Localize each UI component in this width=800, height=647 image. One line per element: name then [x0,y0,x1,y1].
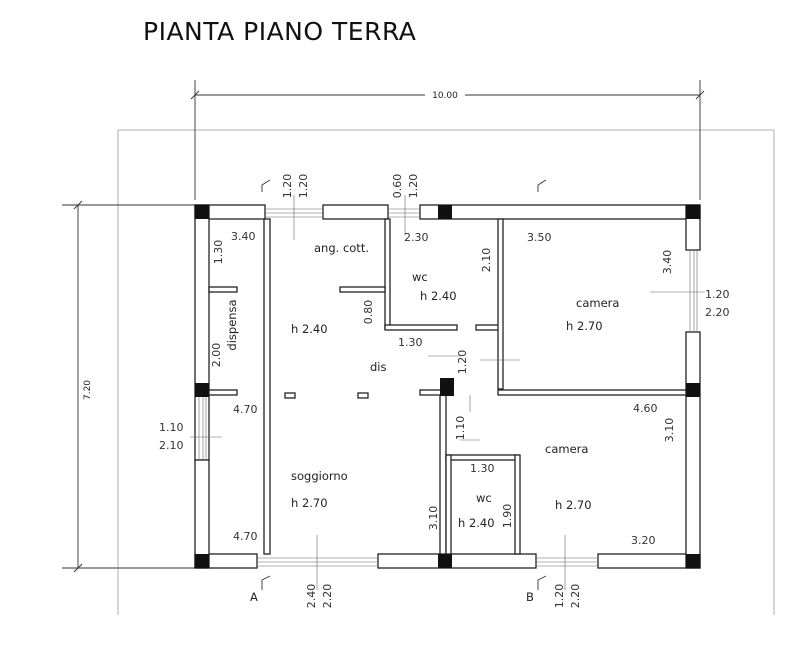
living-height-upper: h 2.40 [291,322,328,336]
room-label-ang-cott: ang. cott. [314,241,369,255]
opening-top-mid-a: 0.60 [391,174,404,199]
measure-200-left: 2.00 [210,343,223,368]
overall-width-label: 10.00 [432,91,458,101]
measure-310-right: 3.10 [663,418,676,443]
overall-depth-label: 7.20 [83,380,93,400]
window-openings [190,195,705,590]
room-label-dispensa: dispensa [225,299,239,350]
measure-470-mid: 4.70 [233,403,258,416]
measure-320: 3.20 [631,534,656,547]
measure-190-wc2: 1.90 [501,504,514,529]
section-label-b: B [526,590,534,604]
measure-130-dis: 1.30 [398,336,423,349]
walls [194,204,701,569]
room-label-dis: dis [370,360,387,374]
opening-top-left-a: 1.20 [281,174,294,199]
measure-230: 2.30 [404,231,429,244]
pillars [195,205,700,568]
measure-470-bottom: 4.70 [233,530,258,543]
opening-top-left-b: 1.20 [297,174,310,199]
camera-lower-height: h 2.70 [555,498,592,512]
measure-350: 3.50 [527,231,552,244]
measure-340-right: 3.40 [661,250,674,275]
measure-310-low: 3.10 [427,506,440,531]
overall-width-dimension: 10.00 [190,80,705,200]
room-label-soggiorno: soggiorno [291,469,348,483]
opening-bottom-right-a: 1.20 [553,584,566,609]
measure-460: 4.60 [633,402,658,415]
section-mark-b: B [526,179,547,604]
measure-110-dis: 1.10 [454,416,467,441]
section-label-a: A [250,590,258,604]
room-label-camera-upper: camera [576,296,619,310]
drawing-frame [118,129,775,615]
living-height-lower: h 2.70 [291,496,328,510]
opening-left-b: 2.10 [159,439,184,452]
measure-130-wc2: 1.30 [470,462,495,475]
wc-lower-height: h 2.40 [458,516,495,530]
measure-210-wc: 2.10 [480,248,493,273]
opening-left-a: 1.10 [159,421,184,434]
opening-top-mid-b: 1.20 [407,174,420,199]
opening-right-a: 1.20 [705,288,730,301]
opening-bottom-right-b: 2.20 [569,584,582,609]
camera-upper-height: h 2.70 [566,319,603,333]
wc-upper-height: h 2.40 [420,289,457,303]
room-label-wc-upper: wc [412,270,428,284]
measure-080: 0.80 [362,300,375,325]
measure-120-dis: 1.20 [456,350,469,375]
opening-bottom-mid-b: 2.20 [321,584,334,609]
opening-right-b: 2.20 [705,306,730,319]
overall-depth-dimension: 7.20 [62,200,195,573]
plan-title: PIANTA PIANO TERRA [143,17,416,46]
room-label-camera-lower: camera [545,442,588,456]
room-label-wc-lower: wc [476,491,492,505]
measure-130-left: 1.30 [212,240,225,265]
section-mark-a: A [250,179,271,604]
opening-bottom-mid-a: 2.40 [305,584,318,609]
measure-340-left: 3.40 [231,230,256,243]
